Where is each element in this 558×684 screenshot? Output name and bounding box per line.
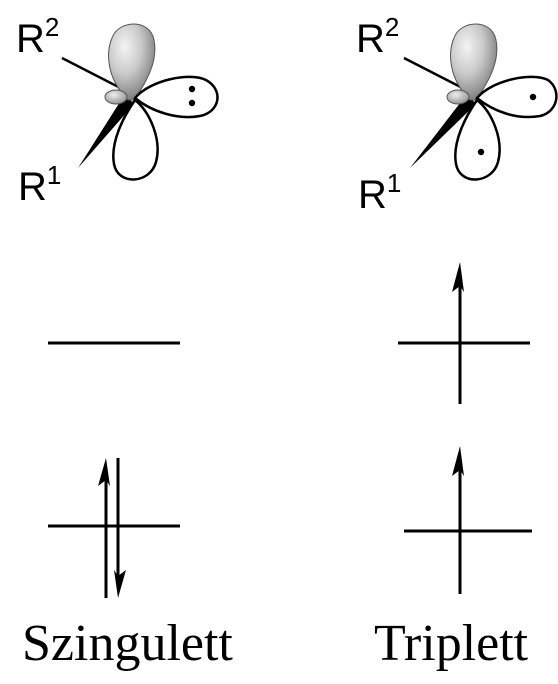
singlet-r1-label: R1: [18, 160, 61, 209]
triplet-p-lobe-bottom: [454, 98, 501, 181]
triplet-lower-spin-up-arrow: [452, 446, 464, 594]
singlet-p-lobe-bottom: [112, 98, 159, 181]
singlet-energy-levels: [48, 341, 180, 598]
triplet-p-lobe-right: [475, 75, 558, 119]
triplet-electron-dot-right: [529, 93, 537, 101]
singlet-electron-dot-2: [188, 99, 196, 107]
singlet-small-lobe: [104, 89, 128, 105]
singlet-wedge-bond-r1: [78, 94, 134, 168]
triplet-upper-spin-up-arrow: [452, 262, 464, 404]
singlet-carbene: R2 R1: [16, 12, 219, 209]
singlet-p-lobe-right: [133, 75, 219, 119]
triplet-top-lobe: [450, 23, 498, 101]
triplet-small-lobe: [446, 89, 470, 105]
triplet-state-label: Triplett: [374, 615, 529, 672]
triplet-electron-dot-bottom: [477, 148, 485, 156]
triplet-energy-levels: [398, 262, 532, 594]
triplet-wedge-bond-r1: [410, 94, 476, 168]
singlet-spin-up-arrow: [98, 458, 110, 598]
singlet-electron-dot-1: [188, 85, 196, 93]
singlet-r2-label: R2: [16, 12, 59, 61]
singlet-spin-down-arrow: [114, 458, 126, 598]
singlet-top-lobe: [108, 23, 156, 101]
triplet-carbene: R2 R1: [356, 12, 558, 217]
triplet-r1-label: R1: [358, 168, 401, 217]
singlet-state-label: Szingulett: [22, 615, 233, 672]
triplet-r2-label: R2: [356, 12, 399, 61]
